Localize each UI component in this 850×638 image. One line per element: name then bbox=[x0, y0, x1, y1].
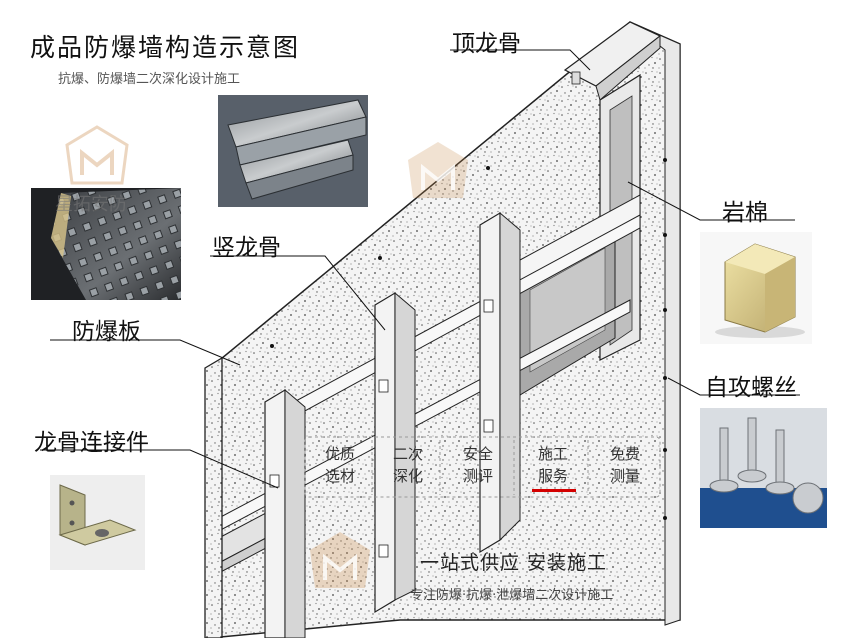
label-vertical-keel: 竖龙骨 bbox=[212, 235, 281, 261]
service-line1: 安全 bbox=[462, 445, 493, 463]
screw-photo bbox=[700, 408, 827, 528]
label-top-keel: 顶龙骨 bbox=[452, 31, 521, 57]
service-line2: 测评 bbox=[462, 467, 493, 485]
screw-points bbox=[270, 158, 667, 520]
service-line2: 服务 bbox=[537, 467, 568, 485]
label-rock-wool: 岩棉 bbox=[722, 200, 768, 226]
front-blast-panel bbox=[204, 356, 223, 638]
accent-underline bbox=[532, 489, 576, 492]
keel-photo bbox=[218, 95, 368, 207]
service-line1: 施工 bbox=[537, 445, 568, 463]
top-keel-profile bbox=[563, 21, 662, 101]
watermark-text: 星拓安防 bbox=[55, 194, 127, 215]
service-item: 优质 选材 bbox=[312, 443, 368, 487]
service-line1: 免费 bbox=[609, 445, 640, 463]
watermark-logo-icon bbox=[65, 125, 129, 185]
footer-slogan: 一站式供应 安装施工 bbox=[420, 552, 608, 574]
connector-photo bbox=[50, 475, 145, 570]
rock-wool-photo bbox=[700, 232, 812, 344]
service-line2: 深化 bbox=[392, 467, 423, 485]
watermark-logo-icon-3 bbox=[310, 532, 370, 588]
page-subtitle: 抗爆、防爆墙二次深化设计施工 bbox=[58, 72, 241, 87]
label-self-tapping-screw: 自攻螺丝 bbox=[705, 375, 797, 401]
vertical-keels bbox=[264, 211, 521, 638]
blast-panel-photo bbox=[31, 188, 181, 300]
service-item: 安全 测评 bbox=[450, 443, 506, 487]
service-line1: 优质 bbox=[324, 445, 355, 463]
label-blast-panel: 防爆板 bbox=[72, 319, 141, 345]
watermark-logo-icon-2 bbox=[408, 142, 468, 198]
service-item: 免费 测量 bbox=[596, 443, 654, 487]
footer-note: 专注防爆·抗爆·泄爆墙二次设计施工 bbox=[410, 588, 614, 603]
leader-lines bbox=[40, 49, 800, 489]
window-opening bbox=[519, 73, 641, 396]
service-line1: 二次 bbox=[392, 445, 423, 463]
service-line2: 测量 bbox=[609, 467, 640, 485]
service-item: 施工 服务 bbox=[524, 443, 582, 492]
label-keel-connector: 龙骨连接件 bbox=[34, 430, 149, 456]
service-item: 二次 深化 bbox=[380, 443, 436, 487]
services-separators bbox=[304, 436, 661, 498]
page-title: 成品防爆墙构造示意图 bbox=[30, 33, 301, 62]
service-line2: 选材 bbox=[324, 467, 355, 485]
